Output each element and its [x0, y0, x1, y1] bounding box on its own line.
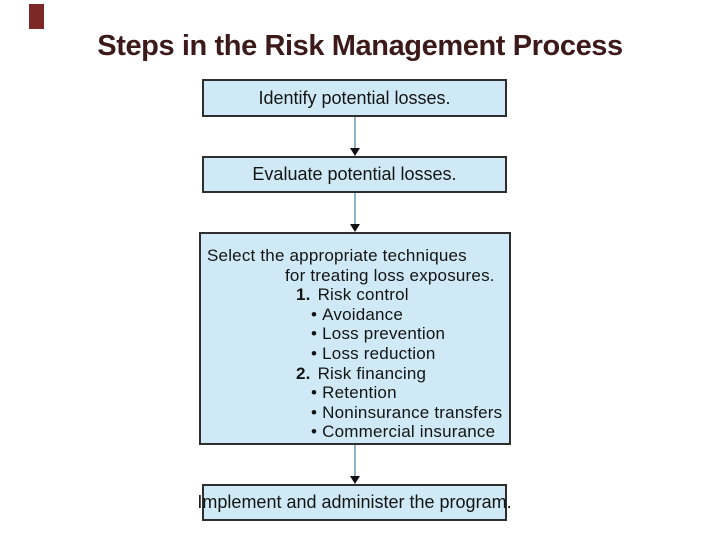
select-techniques-line: 2. Risk financing	[201, 364, 509, 384]
flow-box-evaluate-losses-label: Evaluate potential losses.	[252, 164, 457, 184]
list-number: 2.	[296, 363, 311, 383]
flow-box-implement-program: Implement and administer the program.	[197, 484, 512, 521]
select-techniques-line: •Loss reduction	[201, 344, 509, 364]
line-text: Loss prevention	[322, 324, 446, 344]
select-techniques-line: •Avoidance	[201, 305, 509, 325]
select-techniques-line: for treating loss exposures.	[201, 266, 509, 286]
list-number: 1.	[296, 285, 311, 305]
line-text: Risk financing	[317, 363, 427, 383]
bullet-icon: •	[311, 383, 318, 403]
accent-bar	[29, 4, 44, 29]
select-techniques-line: •Retention	[201, 383, 509, 403]
line-text: Avoidance	[322, 304, 404, 324]
select-techniques-line: •Noninsurance transfers	[201, 403, 509, 423]
line-text: Retention	[322, 383, 397, 403]
flow-box-implement-program-label: Implement and administer the program.	[197, 492, 512, 512]
arrow-down-head-icon	[350, 148, 360, 156]
flow-arrow-2	[347, 193, 362, 232]
slide-title: Steps in the Risk Management Process	[97, 30, 623, 62]
select-techniques-line: 1. Risk control	[201, 285, 509, 305]
select-techniques-line: •Loss prevention	[201, 324, 509, 344]
flow-box-evaluate-losses: Evaluate potential losses.	[202, 156, 507, 193]
select-techniques-line: •Commercial insurance	[201, 422, 509, 442]
line-text: Select the appropriate techniques	[207, 246, 467, 265]
bullet-icon: •	[311, 324, 318, 344]
bullet-icon: •	[311, 304, 318, 324]
flow-arrow-3	[347, 445, 362, 484]
bullet-icon: •	[311, 402, 318, 422]
arrow-down-head-icon	[350, 224, 360, 232]
flow-box-identify-losses-label: Identify potential losses.	[258, 87, 451, 108]
arrow-line	[354, 193, 356, 224]
arrow-line	[354, 445, 356, 476]
arrow-down-head-icon	[350, 476, 360, 484]
select-techniques-line: Select the appropriate techniques	[201, 246, 509, 266]
line-text: Commercial insurance	[322, 422, 496, 442]
line-text: for treating loss exposures.	[285, 265, 495, 285]
arrow-line	[354, 117, 356, 148]
line-text: Noninsurance transfers	[322, 402, 503, 422]
flow-box-identify-losses: Identify potential losses.	[202, 79, 507, 117]
line-text: Loss reduction	[322, 343, 436, 363]
bullet-icon: •	[311, 422, 318, 442]
flow-arrow-1	[347, 117, 362, 156]
line-text: Risk control	[317, 285, 409, 305]
bullet-icon: •	[311, 343, 318, 363]
